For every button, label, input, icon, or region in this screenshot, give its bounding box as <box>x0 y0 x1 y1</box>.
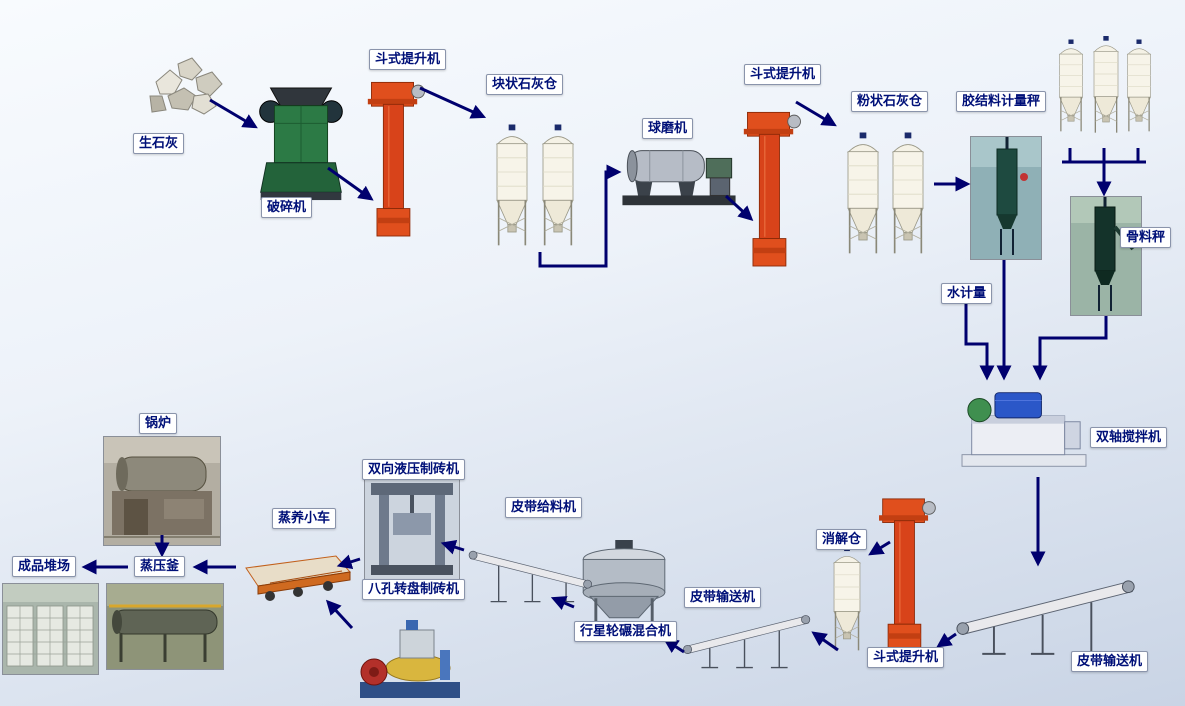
planetary-wheel-mixer-illustration <box>577 540 672 642</box>
lump-lime-silo-2-illustration <box>533 112 583 262</box>
label-belt-conveyor-right: 皮带输送机 <box>1071 651 1149 672</box>
quicklime-rocks-illustration <box>138 52 238 122</box>
jaw-crusher-illustration <box>256 86 346 204</box>
label-ball-mill: 球磨机 <box>642 118 694 139</box>
label-autoclave: 蒸压釜 <box>134 556 186 577</box>
product-yard-illustration <box>2 583 99 675</box>
belt-conveyor-mid-illustration <box>682 602 814 674</box>
label-planetary-wheel-mixer: 行星轮碾混合机 <box>574 621 678 642</box>
label-aggregate-scale: 骨料秤 <box>1120 227 1172 248</box>
label-crusher: 破碎机 <box>261 197 313 218</box>
label-bucket-elevator-1: 斗式提升机 <box>369 49 447 70</box>
label-lump-lime-silo: 块状石灰仓 <box>486 74 564 95</box>
aggregate-silo-1-illustration <box>1052 24 1090 150</box>
aggregate-silo-3-illustration <box>1120 24 1158 150</box>
label-twin-shaft-mixer: 双轴搅拌机 <box>1090 427 1168 448</box>
label-steam-curing-cart: 蒸养小车 <box>272 508 337 529</box>
belt-conveyor-right-illustration <box>955 565 1140 660</box>
label-belt-conveyor-mid: 皮带输送机 <box>684 587 762 608</box>
slaking-silo-illustration <box>818 546 876 654</box>
rotary-brick-machine-illustration <box>356 616 464 706</box>
label-belt-feeder: 皮带给料机 <box>505 497 583 518</box>
bucket-elevator-3-illustration <box>876 488 942 656</box>
lump-lime-silo-1-illustration <box>487 112 537 262</box>
label-slaking-silo: 消解仓 <box>816 529 868 550</box>
label-product-yard: 成品堆场 <box>12 556 77 577</box>
boiler-illustration <box>103 436 221 546</box>
binder-metering-scale-illustration <box>970 136 1042 260</box>
bucket-elevator-1-illustration <box>366 70 430 242</box>
label-powder-lime-silo: 粉状石灰仓 <box>851 91 929 112</box>
label-rotary-brick-machine: 八孔转盘制砖机 <box>362 579 466 600</box>
label-boiler: 锅炉 <box>139 413 178 434</box>
label-quicklime: 生石灰 <box>133 133 185 154</box>
label-hydraulic-brick-machine: 双向液压制砖机 <box>362 459 466 480</box>
label-water-metering: 水计量 <box>941 283 993 304</box>
label-binder-metering-scale: 胶结料计量秤 <box>956 91 1047 112</box>
powder-lime-silo-1-illustration <box>838 120 888 270</box>
bucket-elevator-2-illustration <box>742 88 806 284</box>
hydraulic-brick-machine-illustration <box>364 478 460 580</box>
powder-lime-silo-2-illustration <box>883 120 933 270</box>
aggregate-scale-illustration <box>1070 196 1142 316</box>
ball-mill-illustration <box>620 135 738 213</box>
twin-shaft-mixer-illustration <box>955 383 1093 475</box>
label-bucket-elevator-2: 斗式提升机 <box>744 64 822 85</box>
belt-feeder-illustration <box>465 528 593 618</box>
autoclave-illustration <box>106 583 224 670</box>
label-bucket-elevator-3: 斗式提升机 <box>867 647 945 668</box>
steam-curing-cart-illustration <box>240 542 355 607</box>
